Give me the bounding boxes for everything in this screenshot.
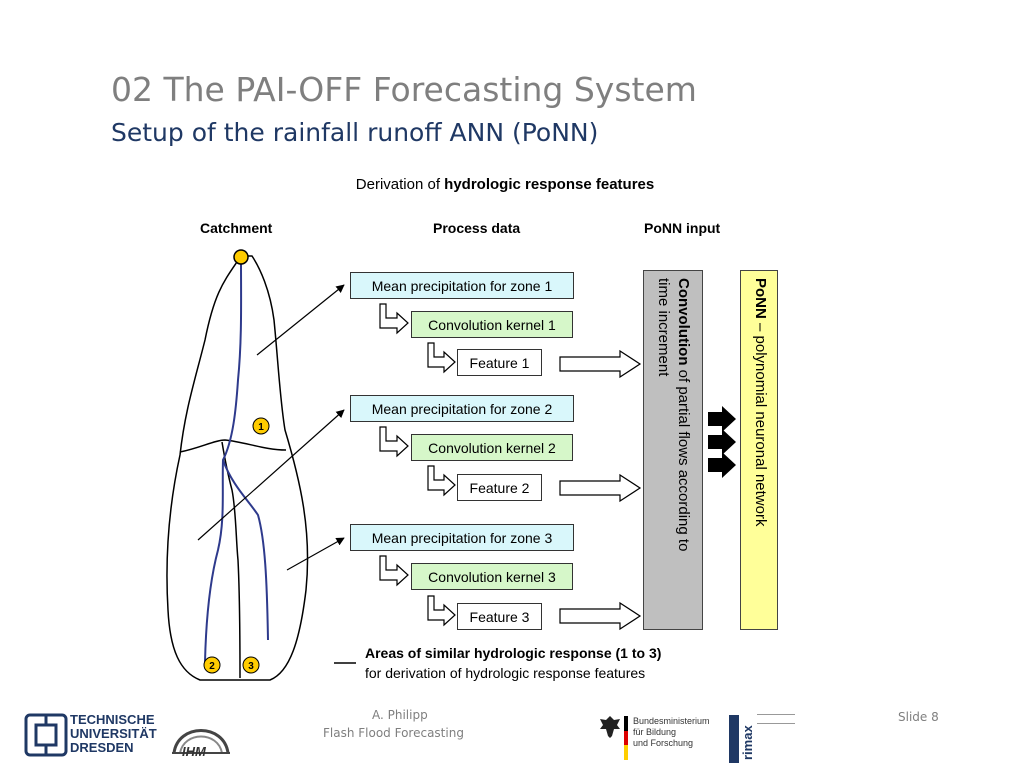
column-header-ponn-input: PoNN input bbox=[644, 220, 721, 236]
convolution-bar bbox=[643, 270, 703, 630]
tu-line-3: DRESDEN bbox=[70, 740, 134, 755]
zone-arrow-2 bbox=[197, 409, 345, 541]
river-branch bbox=[204, 459, 224, 663]
ponn-text: PoNN – polynomial neuronal network bbox=[751, 278, 769, 526]
diagram-heading: Derivation of hydrologic response featur… bbox=[0, 176, 1010, 193]
bent-arrow-kernel-feature-1 bbox=[427, 342, 456, 374]
river-main bbox=[221, 259, 269, 641]
kernel-box-3: Convolution kernel 3 bbox=[411, 563, 573, 590]
bent-arrow-kernel-feature-2 bbox=[427, 465, 456, 497]
bent-arrow-precip-kernel-2 bbox=[379, 426, 409, 458]
kernel-box-1: Convolution kernel 1 bbox=[411, 311, 573, 338]
convolution-text-rest: of partial flows according to bbox=[675, 365, 692, 552]
zone-label-1: 1 bbox=[258, 422, 264, 433]
legend-subtitle: for derivation of hydrologic response fe… bbox=[365, 665, 646, 681]
rimax-tagline bbox=[757, 714, 795, 724]
ministry-line-2: für Bildung bbox=[633, 727, 677, 737]
catchment-outline bbox=[166, 255, 309, 681]
footer-talk-title: Flash Flood Forecasting bbox=[323, 726, 464, 740]
zone-marker-1 bbox=[252, 417, 270, 435]
rimax-logo-text: rimax bbox=[740, 725, 755, 760]
diagram-heading-bold: hydrologic response features bbox=[444, 176, 655, 193]
zone-marker-3 bbox=[242, 656, 260, 674]
precip-box-3: Mean precipitation for zone 3 bbox=[350, 524, 574, 551]
ponn-text-bold: PoNN bbox=[752, 278, 769, 319]
ministry-line-1: Bundesministerium bbox=[633, 716, 710, 726]
legend-title: Areas of similar hydrologic response (1 … bbox=[365, 645, 662, 661]
zone-arrow-1 bbox=[256, 284, 345, 356]
tu-dresden-logo-icon bbox=[24, 713, 68, 757]
zone-marker-2 bbox=[203, 656, 221, 674]
feature-arrow-1 bbox=[559, 349, 642, 379]
precip-box-1: Mean precipitation for zone 1 bbox=[350, 272, 574, 299]
feature-box-3: Feature 3 bbox=[457, 603, 542, 630]
bent-arrow-precip-kernel-1 bbox=[379, 303, 409, 335]
convolution-text-line2: time increment bbox=[655, 278, 672, 377]
german-flag-bar bbox=[624, 716, 628, 760]
slide-number: Slide 8 bbox=[898, 710, 939, 724]
convolution-text-bold: Convolution bbox=[675, 278, 692, 366]
zone-boundary-1 bbox=[179, 439, 287, 453]
kernel-box-2: Convolution kernel 2 bbox=[411, 434, 573, 461]
federal-eagle-icon bbox=[600, 716, 620, 738]
feature-box-2: Feature 2 bbox=[457, 474, 542, 501]
tu-line-1: TECHNISCHE bbox=[70, 712, 155, 727]
tu-line-2: UNIVERSITÄT bbox=[70, 726, 157, 741]
bent-arrow-kernel-feature-3 bbox=[427, 595, 456, 627]
ihm-logo-icon bbox=[172, 729, 230, 754]
slide-subtitle: Setup of the rainfall runoff ANN (PoNN) bbox=[111, 118, 599, 147]
diagram-heading-prefix: Derivation of bbox=[355, 176, 445, 193]
input-arrow-2 bbox=[708, 429, 736, 455]
convolution-text-line1: Convolution of partial flows according t… bbox=[674, 278, 692, 551]
feature-arrow-2 bbox=[559, 473, 642, 503]
zone-arrow-3 bbox=[286, 537, 345, 571]
slide-title: 02 The PAI-OFF Forecasting System bbox=[111, 70, 697, 109]
column-header-catchment: Catchment bbox=[200, 220, 273, 236]
outlet-marker bbox=[233, 249, 249, 265]
input-arrow-3 bbox=[708, 452, 736, 478]
ponn-bar bbox=[740, 270, 778, 630]
input-arrow-1 bbox=[708, 406, 736, 432]
ministry-logo-text: Bundesministerium für Bildung und Forsch… bbox=[633, 716, 710, 749]
bent-arrow-precip-kernel-3 bbox=[379, 555, 409, 587]
ponn-text-rest: – polynomial neuronal network bbox=[752, 318, 769, 527]
column-header-process-data: Process data bbox=[433, 220, 521, 236]
footer-author: A. Philipp bbox=[372, 708, 428, 722]
feature-arrow-3 bbox=[559, 601, 642, 631]
tu-dresden-logo-text: TECHNISCHE UNIVERSITÄT DRESDEN bbox=[70, 713, 157, 755]
ihm-logo-text: IHM bbox=[182, 744, 206, 759]
precip-box-2: Mean precipitation for zone 2 bbox=[350, 395, 574, 422]
zone-label-2: 2 bbox=[209, 661, 215, 672]
zone-label-3: 3 bbox=[248, 661, 254, 672]
rimax-logo-bar bbox=[729, 715, 739, 763]
feature-box-1: Feature 1 bbox=[457, 349, 542, 376]
ministry-line-3: und Forschung bbox=[633, 738, 694, 748]
